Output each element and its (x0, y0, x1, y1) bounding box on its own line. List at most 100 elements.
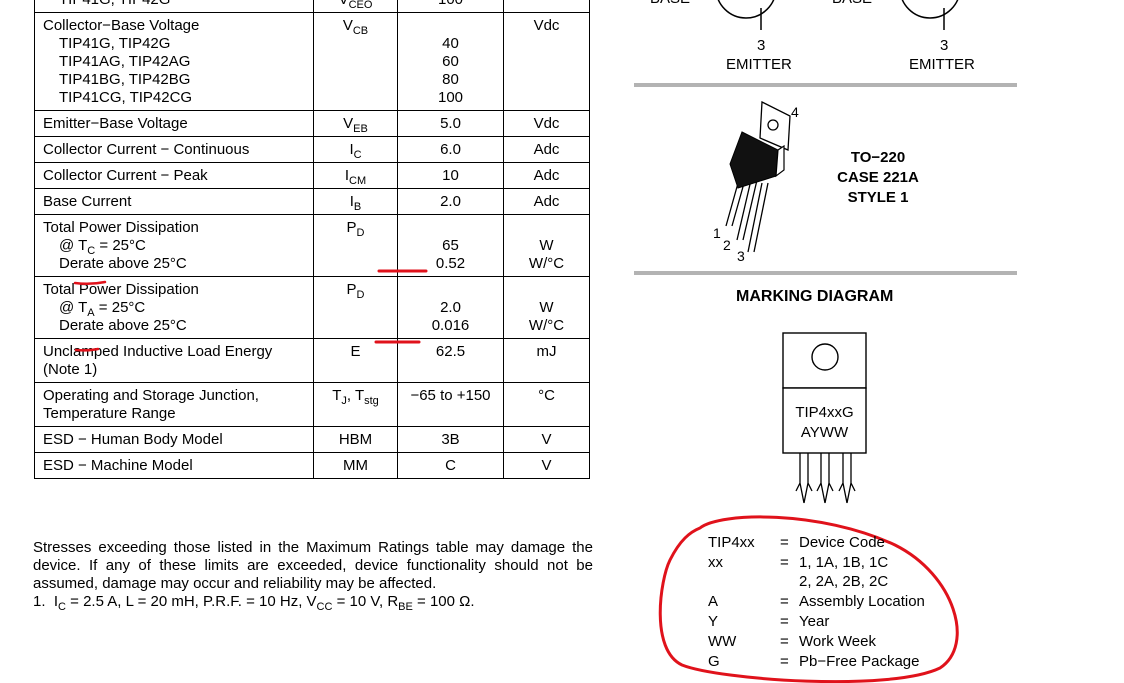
legend-key: TIP4xx (708, 534, 755, 551)
legend-value: 2, 2A, 2B, 2C (799, 573, 889, 590)
section-divider (634, 271, 1017, 275)
symbol-cell: ICM (313, 162, 398, 189)
symbol-cell: HBM (313, 426, 398, 453)
rating-cell: ESD − Machine Model (34, 452, 314, 479)
value-cell: 2.0 0.016 (397, 276, 504, 339)
rating-cell: Total Power Dissipation @ TC = 25°C Dera… (34, 214, 314, 277)
package-style-label: STYLE 1 (847, 189, 909, 206)
left-pin-3-label: 3 (757, 37, 766, 54)
unit-cell: V (503, 426, 590, 453)
package-case-label: CASE 221A (837, 169, 919, 186)
rating-cell: Collector Current − Peak (34, 162, 314, 189)
value-cell: 2.0 (397, 188, 504, 215)
package-lead-2 (736, 179, 758, 241)
pin-1-label: 1 (713, 225, 721, 241)
symbol-cell: PD (313, 276, 398, 339)
unit-cell: °C (503, 382, 590, 427)
marking-diagram-heading: MARKING DIAGRAM (736, 288, 894, 305)
unit-cell: W W/°C (503, 214, 590, 277)
value-cell: 6.0 (397, 136, 504, 163)
table-row: Collector−Base Voltage TIP41G, TIP42G TI… (34, 12, 590, 111)
rating-cell: Base Current (34, 188, 314, 215)
marking-leads (795, 453, 856, 504)
symbol-cell: PD (313, 214, 398, 277)
value-cell: 65 0.52 (397, 214, 504, 277)
marking-tab (782, 332, 867, 389)
table-row: Unclamped Inductive Load Energy (Note 1)… (34, 338, 590, 383)
rating-cell: Total Power Dissipation @ TA = 25°C Dera… (34, 276, 314, 339)
package-lead-3 (747, 182, 769, 253)
tab-pin-4-label: 4 (791, 104, 799, 120)
table-row: Total Power Dissipation @ TA = 25°C Dera… (34, 276, 590, 339)
unit-cell: V (503, 452, 590, 479)
legend-value: Year (799, 613, 830, 630)
left-base-label: BASE (650, 0, 690, 8)
table-row: ESD − Machine Model MM C V (34, 452, 590, 479)
left-emitter-label: EMITTER (726, 56, 792, 73)
table-row: Collector Current − Peak ICM 10 Adc (34, 162, 590, 189)
table-row: Base Current IB 2.0 Adc (34, 188, 590, 215)
package-tab-hole (767, 119, 779, 131)
legend-eq: = (780, 534, 789, 551)
pnp-symbol-circle (901, 0, 959, 19)
symbol-cell: E (313, 338, 398, 383)
pin-3-label: 3 (737, 248, 745, 264)
symbol-cell: VEB (313, 110, 398, 137)
legend-key: Y (708, 613, 719, 630)
table-row: Total Power Dissipation @ TC = 25°C Dera… (34, 214, 590, 277)
legend-eq: = (780, 613, 789, 630)
npn-symbol-circle (717, 0, 775, 19)
symbol-cell: MM (313, 452, 398, 479)
rating-cell: Emitter−Base Voltage (34, 110, 314, 137)
unit-cell: Adc (503, 188, 590, 215)
legend-value: Work Week (799, 633, 876, 650)
rating-cell: ESD − Human Body Model (34, 426, 314, 453)
unit-cell: Adc (503, 136, 590, 163)
pin-2-label: 2 (723, 237, 731, 253)
symbol-cell: VCB (313, 12, 398, 111)
value-cell: C (397, 452, 504, 479)
legend-eq: = (780, 554, 789, 571)
maximum-ratings-table: TIP41G, TIP42G VCEO 100 Collector−Base V… (34, 0, 590, 479)
table-row: Emitter−Base Voltage VEB 5.0 Vdc (34, 110, 590, 137)
legend-key: A (708, 593, 719, 610)
legend-key: xx (708, 554, 723, 571)
legend-eq: = (780, 593, 789, 610)
unit-cell: Vdc (503, 110, 590, 137)
rating-cell: Collector Current − Continuous (34, 136, 314, 163)
legend-key: WW (708, 633, 737, 650)
table-row: Operating and Storage Junction, Temperat… (34, 382, 590, 427)
legend-value: Pb−Free Package (799, 653, 920, 670)
stress-note: Stresses exceeding those listed in the M… (33, 539, 593, 592)
section-divider (634, 83, 1017, 87)
package-lead-1 (725, 175, 747, 227)
legend-eq: = (780, 633, 789, 650)
package-body (729, 131, 779, 189)
rating-cell: Unclamped Inductive Load Energy (Note 1) (34, 338, 314, 383)
symbol-cell: IC (313, 136, 398, 163)
package-type-label: TO−220 (850, 149, 906, 166)
marking-line-2: AYWW (800, 424, 849, 441)
table-row: ESD − Human Body Model HBM 3B V (34, 426, 590, 453)
right-pin-3-label: 3 (940, 37, 949, 54)
legend-value: Assembly Location (799, 593, 925, 610)
package-tab (759, 100, 791, 151)
table-row: TIP41G, TIP42G VCEO 100 (34, 0, 590, 13)
symbol-cell: TJ, Tstg (313, 382, 398, 427)
right-emitter-label: EMITTER (909, 56, 975, 73)
unit-cell: mJ (503, 338, 590, 383)
transistor-symbols (717, 0, 959, 30)
table-row: Collector Current − Continuous IC 6.0 Ad… (34, 136, 590, 163)
value-cell: 62.5 (397, 338, 504, 383)
legend-eq: = (780, 653, 789, 670)
marking-line-1: TIP4xxG (795, 404, 854, 421)
legend-value: Device Code (799, 534, 885, 551)
note-1: 1. IC = 2.5 A, L = 20 mH, P.R.F. = 10 Hz… (33, 593, 475, 613)
symbol-cell: IB (313, 188, 398, 215)
value-cell: 5.0 (397, 110, 504, 137)
unit-cell: Vdc (503, 12, 590, 111)
legend-value: 1, 1A, 1B, 1C (799, 554, 889, 571)
value-cell: −65 to +150 (397, 382, 504, 427)
rating-cell: Operating and Storage Junction, Temperat… (34, 382, 314, 427)
unit-cell: Adc (503, 162, 590, 189)
